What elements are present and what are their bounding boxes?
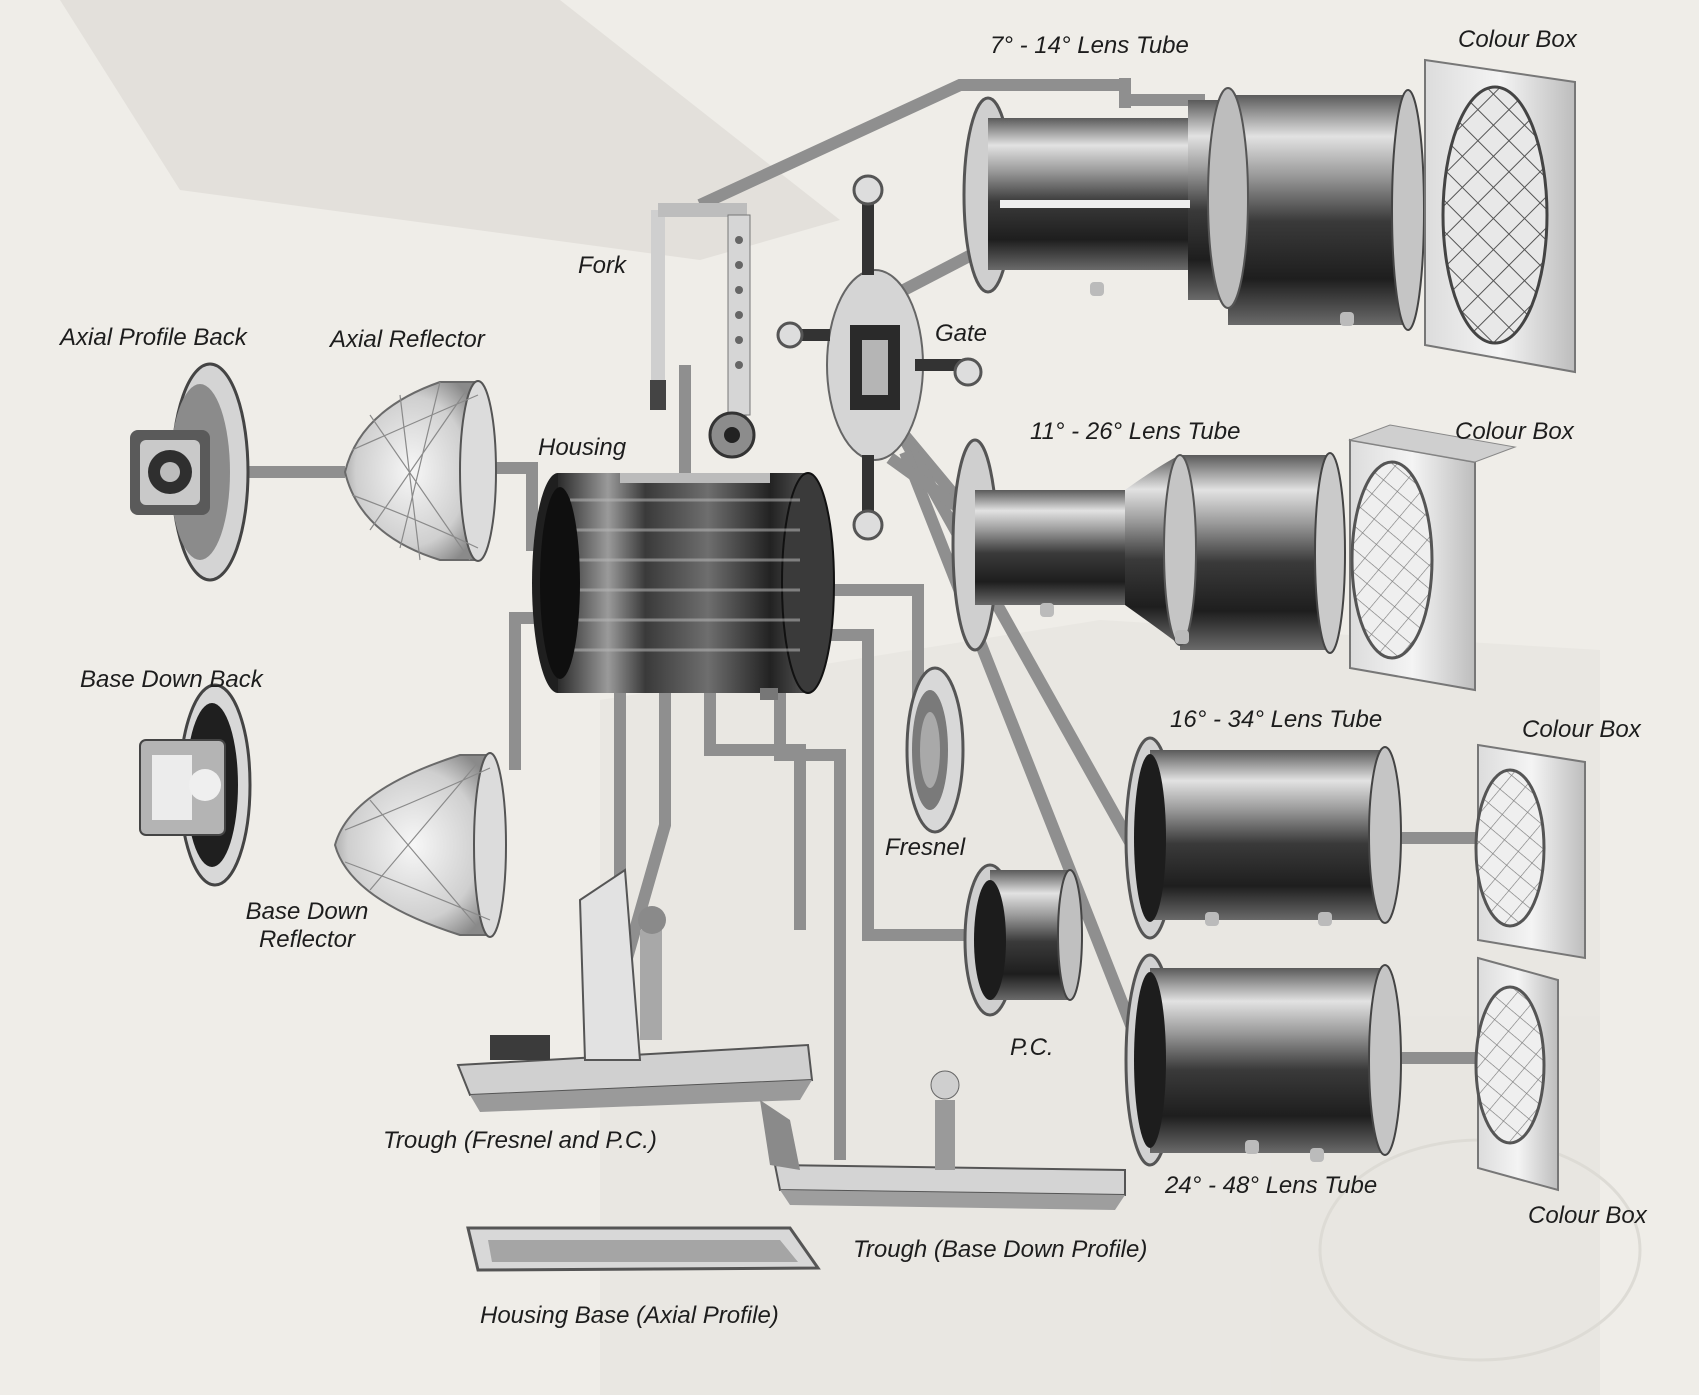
label-colour-box-4: Colour Box [1528,1202,1647,1229]
colour-box-3-part [1474,743,1586,960]
fork-part [650,203,756,459]
connector-gate-24-48 [899,449,1146,1051]
label-trough-base-down: Trough (Base Down Profile) [853,1236,1148,1263]
pc-part [963,863,1083,1017]
base-down-reflector-part [333,752,507,938]
label-base-down-back: Base Down Back [80,666,263,693]
label-base-down-reflector: Base Down Reflector [245,898,369,953]
connector-gate-16-34 [899,437,1146,863]
axial-reflector-part [343,380,497,562]
connector-housing-pc [828,629,975,941]
gate-part [776,174,983,541]
trough-base-down-part [760,1070,1126,1210]
housing-base-part [466,1226,821,1272]
label-fork: Fork [578,252,626,279]
label-lens-16-34: 16° - 34° Lens Tube [1170,706,1383,733]
label-axial-profile-back: Axial Profile Back [60,324,247,351]
colour-box-1-part [1424,58,1576,374]
label-lens-11-26: 11° - 26° Lens Tube [1030,418,1241,445]
label-fresnel: Fresnel [885,834,966,861]
label-lens-24-48: 24° - 48° Lens Tube [1165,1172,1378,1199]
label-trough-fresnel-pc: Trough (Fresnel and P.C.) [383,1127,657,1154]
connector-gate-7-14 [897,247,978,298]
label-colour-box-2: Colour Box [1455,418,1574,445]
axial-profile-back-part [130,362,250,582]
connector-housing-trough-fp-3 [704,690,806,930]
trough-fresnel-pc-part [456,868,814,1112]
base-down-back-part [139,683,252,887]
lens-tube-16-34-part [1124,736,1402,940]
colour-box-4-part [1474,956,1559,1192]
lens-tube-24-48-part [1124,953,1402,1167]
lens-tube-7-14-part [962,87,1425,331]
label-axial-reflector: Axial Reflector [330,326,485,353]
fresnel-part [905,666,965,834]
lens-tube-11-26-part [951,438,1346,654]
label-lens-7-14: 7° - 14° Lens Tube [990,32,1189,59]
label-colour-box-1: Colour Box [1458,26,1577,53]
label-housing-base: Housing Base (Axial Profile) [480,1302,779,1329]
label-pc: P.C. [1010,1034,1054,1061]
housing-part [532,472,835,700]
colour-box-2-part [1348,424,1517,692]
label-colour-box-3: Colour Box [1522,716,1641,743]
label-gate: Gate [935,320,988,347]
connector-housing-trough-bd [774,680,846,1160]
connector-housing-fresnel [828,584,924,700]
label-housing: Housing [538,434,627,461]
